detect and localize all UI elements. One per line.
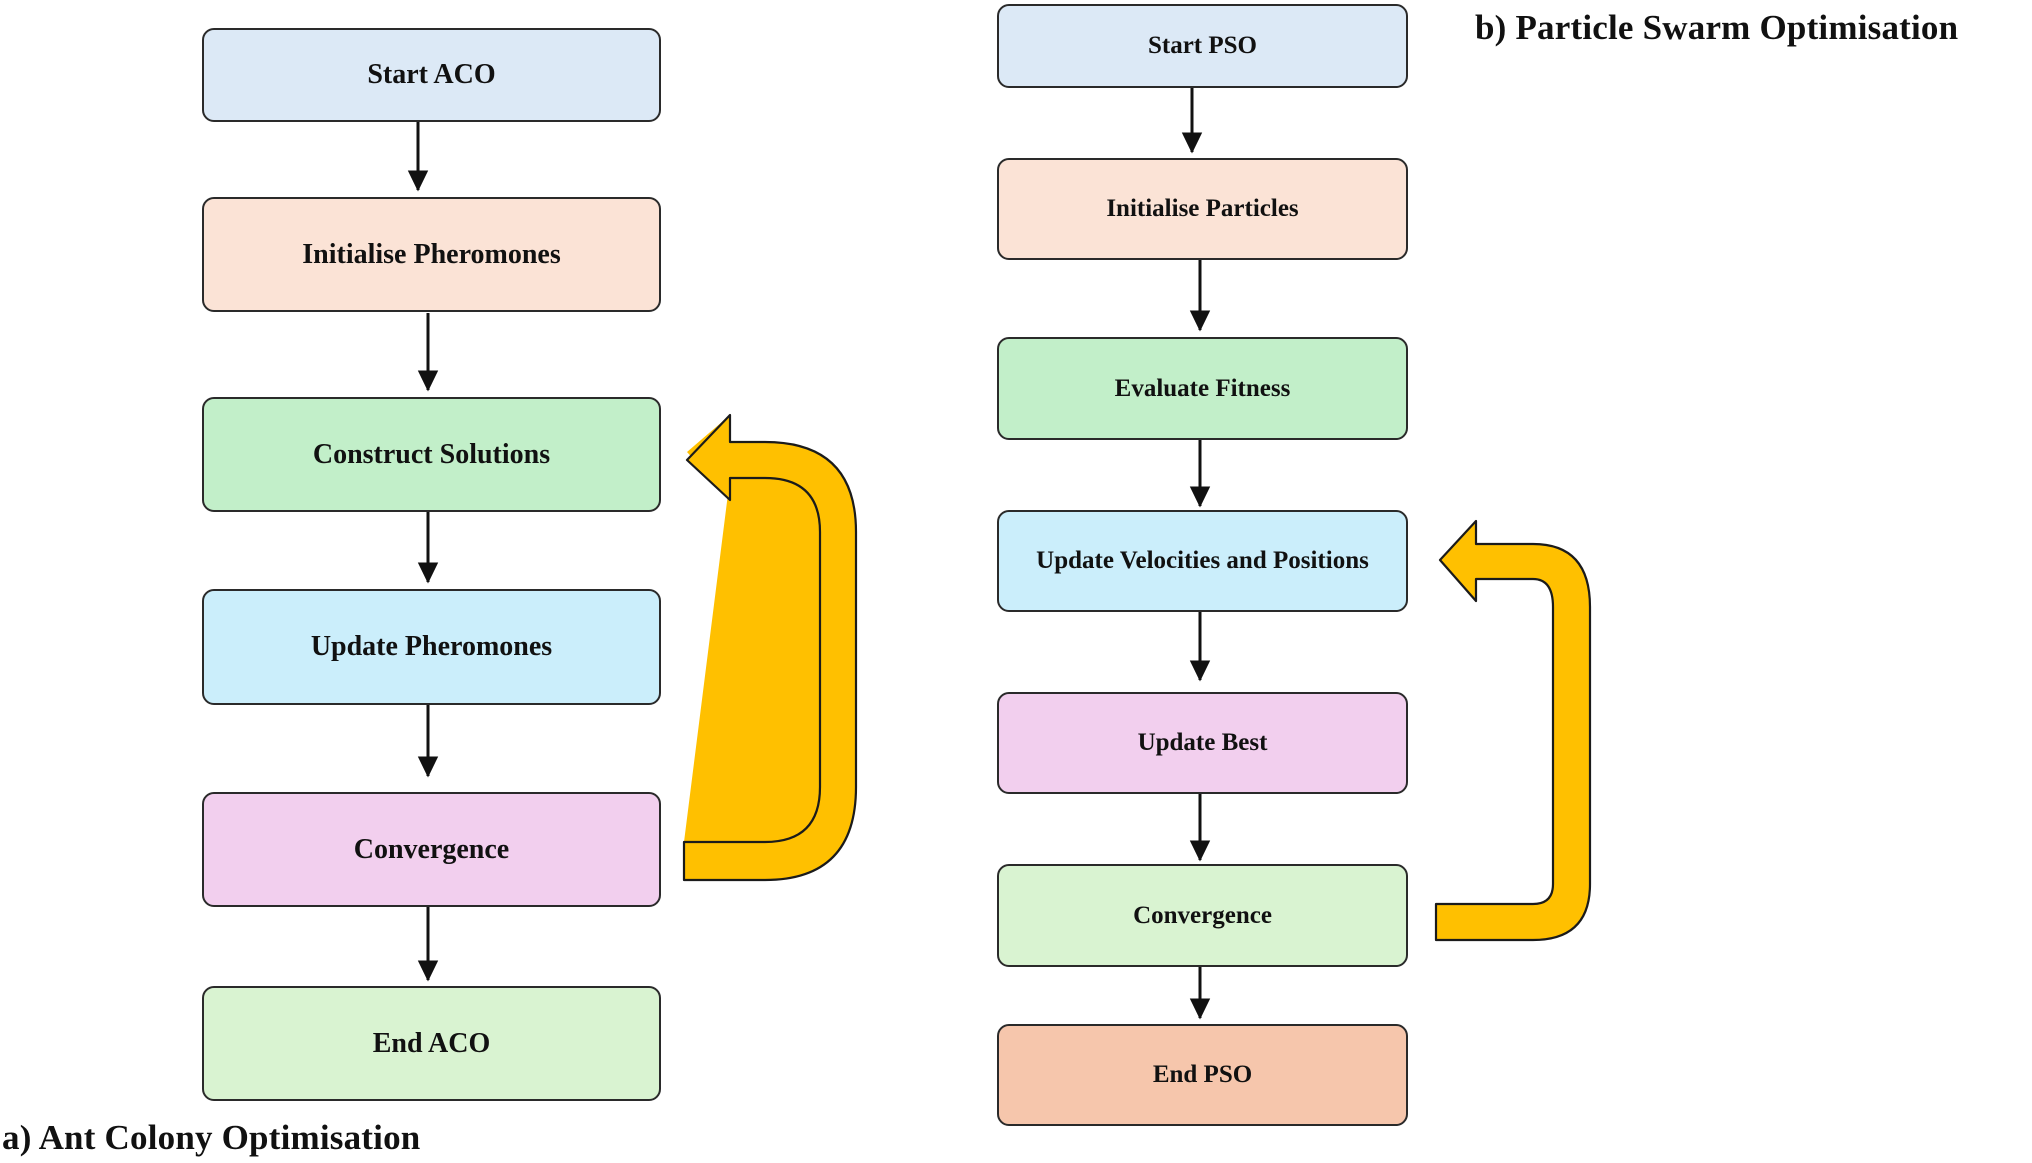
pso-step-convergence: Convergence [997, 864, 1408, 967]
aco-caption: a) Ant Colony Optimisation [2, 1118, 421, 1157]
pso-step-initialise-particles: Initialise Particles [997, 158, 1408, 260]
pso-step-evaluate-fitness: Evaluate Fitness [997, 337, 1408, 440]
pso-step-update-best: Update Best [997, 692, 1408, 794]
pso-step-update-velocities-positions: Update Velocities and Positions [997, 510, 1408, 612]
aco-step-update-pheromones: Update Pheromones [202, 589, 661, 705]
aco-step-construct-solutions: Construct Solutions [202, 397, 661, 512]
aco-step-initialise-pheromones: Initialise Pheromones [202, 197, 661, 312]
pso-step-start: Start PSO [997, 4, 1408, 88]
aco-loop-arrow [684, 415, 820, 842]
pso-step-end: End PSO [997, 1024, 1408, 1126]
aco-step-convergence: Convergence [202, 792, 661, 907]
aco-step-end: End ACO [202, 986, 661, 1101]
pso-caption: b) Particle Swarm Optimisation [1475, 8, 1959, 47]
pso-loop-arrow-outline [1434, 519, 1592, 942]
aco-step-start: Start ACO [202, 28, 661, 122]
aco-loop-arrow-outline [682, 413, 858, 882]
